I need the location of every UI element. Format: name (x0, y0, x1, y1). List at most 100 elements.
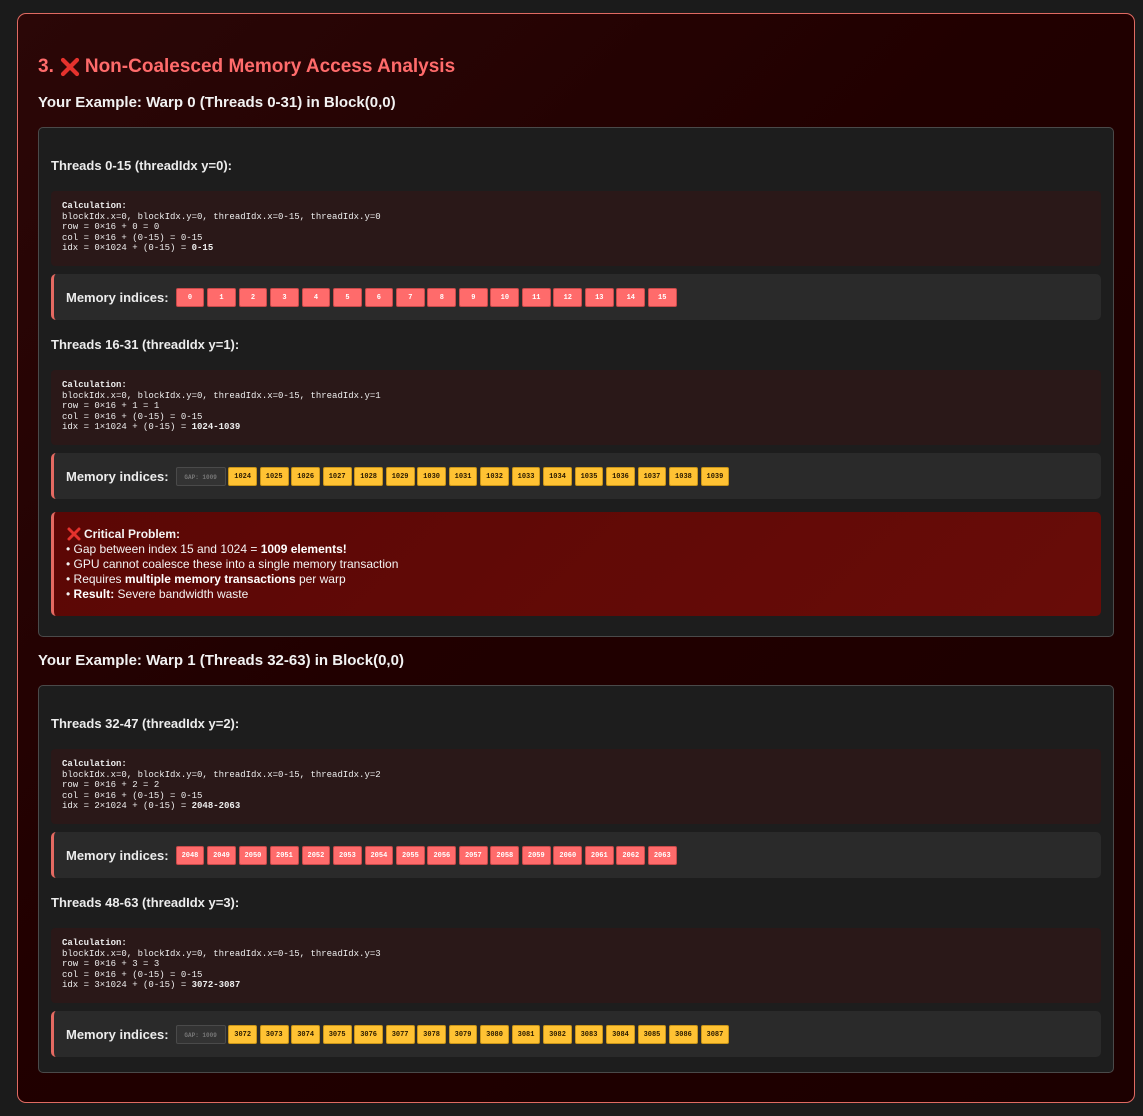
problem-emphasis: 1009 elements! (260, 542, 347, 556)
memory-index-cell: 3073 (259, 1024, 289, 1044)
memory-index-cell: 2048 (175, 845, 205, 865)
memory-index-cell: 1030 (417, 466, 446, 486)
memory-index-cell: 2053 (333, 845, 362, 865)
group-title: Threads 16-31 (threadIdx y=1): (51, 337, 240, 352)
calc-idx-line: idx = 2×1024 + (0-15) = 2048-2063 (62, 801, 1090, 812)
memory-index-cell: 2060 (553, 845, 583, 865)
calculation-block: Calculation: blockIdx.x=0, blockIdx.y=0,… (51, 928, 1101, 1003)
section-title: 3. Non-Coalesced Memory Access Analysis (38, 54, 1114, 80)
calc-idx-line: idx = 1×1024 + (0-15) = 1024-1039 (62, 422, 1090, 433)
calc-line: blockIdx.x=0, blockIdx.y=0, threadIdx.x=… (62, 948, 381, 959)
memory-index-cell: 3075 (322, 1024, 352, 1044)
problem-line: • Result: Severe bandwidth waste (66, 587, 1101, 602)
memory-index-cell: 3084 (606, 1024, 635, 1044)
memory-label: Memory indices: (66, 289, 169, 305)
calc-idx-line: idx = 3×1024 + (0-15) = 3072-3087 (62, 980, 1090, 991)
memory-index-cell: 3087 (700, 1024, 730, 1044)
memory-index-cell: 1033 (511, 466, 541, 486)
memory-index-cell: 4 (301, 287, 331, 307)
memory-index-cell: 2056 (427, 845, 457, 865)
problem-text: • Gap between index 15 and 1024 = (66, 542, 261, 556)
memory-index-cell: 3086 (669, 1024, 698, 1044)
memory-index-cell: 2054 (364, 845, 394, 865)
idx-result: 0-15 (191, 243, 214, 254)
calc-line: blockIdx.x=0, blockIdx.y=0, threadIdx.x=… (62, 769, 381, 780)
memory-index-cell: 10 (490, 287, 520, 307)
calculation-label: Calculation: (62, 938, 127, 948)
memory-index-cell: 1026 (291, 466, 321, 486)
memory-index-cell: 2052 (301, 845, 331, 865)
memory-index-cell: 3078 (417, 1024, 446, 1044)
memory-index-cell: 6 (364, 287, 394, 307)
memory-index-cell: 2063 (647, 845, 677, 865)
memory-index-cell: 2061 (584, 845, 614, 865)
memory-index-cell: 1036 (606, 466, 635, 486)
analysis-panel: 3. Non-Coalesced Memory Access Analysis … (17, 13, 1135, 1103)
calc-line: row = 0×16 + 0 = 0 (62, 222, 160, 233)
warp-0-subtitle: Your Example: Warp 0 (Threads 0-31) in B… (38, 94, 396, 111)
problem-emphasis: Result: (73, 587, 115, 601)
problem-line: • Requires multiple memory transactions … (66, 572, 1101, 587)
memory-index-cell: 13 (584, 287, 614, 307)
memory-index-cell: 3076 (354, 1024, 384, 1044)
memory-index-cell: 2057 (458, 845, 488, 865)
idx-result: 2048-2063 (191, 801, 241, 812)
memory-index-cell: 3072 (228, 1024, 258, 1044)
calculation-block: Calculation: blockIdx.x=0, blockIdx.y=0,… (51, 191, 1101, 266)
memory-index-cell: 1038 (669, 466, 698, 486)
idx-result: 3072-3087 (191, 980, 241, 991)
memory-index-cell: 1024 (228, 466, 258, 486)
memory-index-cell: 9 (458, 287, 488, 307)
memory-index-cell: 3085 (637, 1024, 667, 1044)
calc-line: blockIdx.x=0, blockIdx.y=0, threadIdx.x=… (62, 390, 381, 401)
memory-index-cell: 2049 (207, 845, 236, 865)
memory-index-cell: 3082 (543, 1024, 572, 1044)
memory-index-cell: 3077 (385, 1024, 415, 1044)
group-title: Threads 48-63 (threadIdx y=3): (51, 895, 240, 910)
memory-index-cell: 3 (270, 287, 299, 307)
cross-mark-icon (67, 527, 81, 541)
idx-formula: idx = 3×1024 + (0-15) = (62, 980, 192, 991)
memory-index-cell: 3074 (291, 1024, 321, 1044)
memory-index-cell: 1 (207, 287, 236, 307)
problem-text: • Requires (66, 572, 125, 586)
problem-text: Severe bandwidth waste (114, 587, 249, 601)
memory-label: Memory indices: (66, 468, 169, 484)
warp-0-box: Threads 0-15 (threadIdx y=0): Calculatio… (38, 127, 1114, 637)
problem-line: • GPU cannot coalesce these into a singl… (66, 557, 399, 571)
memory-index-cell: 14 (616, 287, 646, 307)
memory-index-cell: 2059 (521, 845, 551, 865)
memory-index-cell: 1037 (637, 466, 667, 486)
calculation-block: Calculation: blockIdx.x=0, blockIdx.y=0,… (51, 749, 1101, 824)
memory-index-cell: 2055 (395, 845, 425, 865)
problem-title: Critical Problem: (66, 526, 1101, 542)
cross-mark-icon (60, 57, 79, 77)
memory-index-cell: 15 (647, 287, 677, 307)
memory-index-cell: 1039 (700, 466, 730, 486)
memory-index-cell: 2062 (616, 845, 646, 865)
idx-formula: idx = 0×1024 + (0-15) = (62, 243, 192, 254)
memory-index-cell: 1027 (322, 466, 352, 486)
memory-index-cell: 1028 (354, 466, 384, 486)
critical-problem-box: Critical Problem: • Gap between index 15… (51, 512, 1101, 616)
problem-text: • (66, 587, 74, 601)
section-number: 3. (38, 56, 54, 77)
calc-idx-line: idx = 0×1024 + (0-15) = 0-15 (62, 243, 1090, 254)
calc-line: col = 0×16 + (0-15) = 0-15 (62, 411, 203, 422)
section-title-text: Non-Coalesced Memory Access Analysis (84, 56, 456, 77)
idx-formula: idx = 1×1024 + (0-15) = (62, 422, 192, 433)
gap-cell: GAP: 1009 (175, 1024, 226, 1044)
memory-index-cell: 1031 (448, 466, 478, 486)
memory-index-cell: 1025 (259, 466, 289, 486)
calc-line: row = 0×16 + 1 = 1 (62, 401, 160, 412)
memory-index-cell: 12 (553, 287, 583, 307)
memory-index-cell: 11 (521, 287, 551, 307)
memory-index-cell: 1034 (543, 466, 572, 486)
memory-index-cell: 3080 (480, 1024, 509, 1044)
idx-result: 1024-1039 (191, 422, 241, 433)
